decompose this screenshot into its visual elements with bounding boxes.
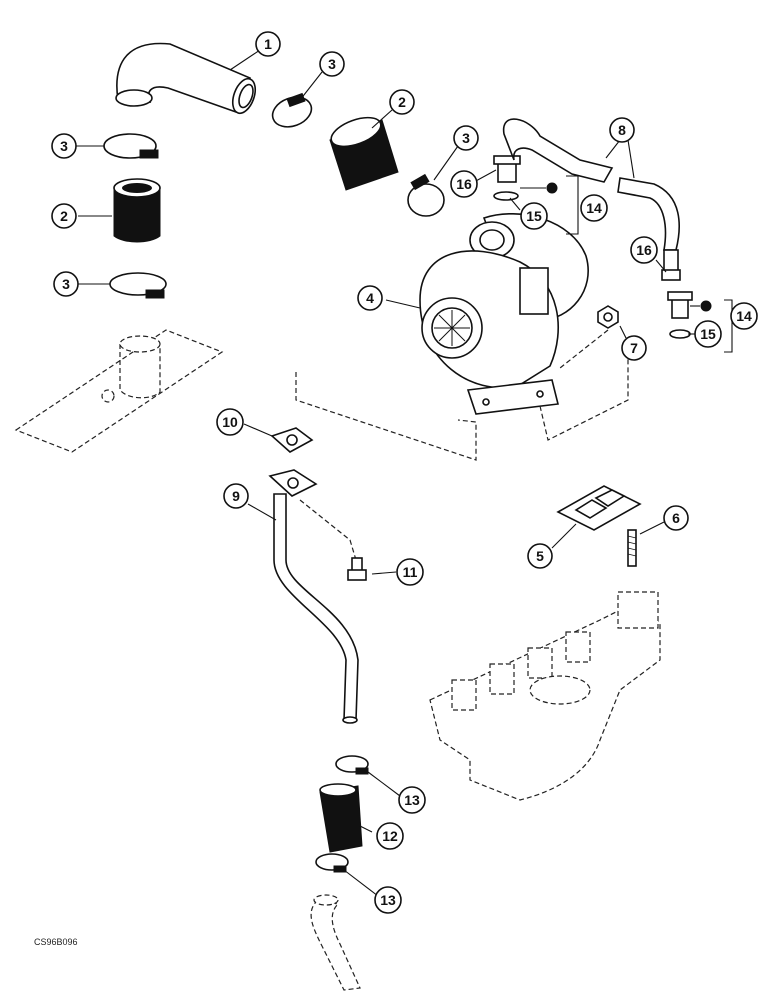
fitting-lower <box>667 291 712 339</box>
callout-circle <box>630 236 658 264</box>
fitting-upper <box>493 155 558 201</box>
callout-circle <box>53 271 79 297</box>
callout-15: 15 <box>520 202 548 230</box>
callout-circle <box>51 133 77 159</box>
callout-circle <box>216 408 244 436</box>
callout-3: 3 <box>453 125 479 151</box>
callout-number: 1 <box>264 36 272 52</box>
drain-clamp-lower <box>315 853 349 873</box>
engine-drain-reference <box>310 894 361 991</box>
nut <box>597 305 619 329</box>
callout-circle <box>527 543 553 569</box>
callout-circle <box>694 320 722 348</box>
callout-2: 2 <box>389 89 415 115</box>
callout-circle <box>398 786 426 814</box>
callout-number: 3 <box>462 130 470 146</box>
callout-number: 7 <box>630 340 638 356</box>
hose-clamp-right <box>407 173 445 217</box>
callout-circle <box>663 505 689 531</box>
callout-8: 8 <box>609 117 635 143</box>
callout-circle <box>580 194 608 222</box>
hose-coupler-upper <box>329 116 399 191</box>
callout-circle <box>396 558 424 586</box>
callout-14: 14 <box>730 302 758 330</box>
callout-14: 14 <box>580 194 608 222</box>
callout-number: 3 <box>60 138 68 154</box>
callout-circle <box>520 202 548 230</box>
callout-circle <box>450 170 478 198</box>
callout-number: 14 <box>586 200 602 216</box>
hose-clamp-left-bottom <box>109 272 167 299</box>
callout-circle <box>319 51 345 77</box>
callout-number: 3 <box>328 56 336 72</box>
callout-circle <box>223 483 249 509</box>
callout-circle <box>621 335 647 361</box>
callout-number: 12 <box>382 828 398 844</box>
callout-number: 8 <box>618 122 626 138</box>
drain-gasket <box>270 427 314 453</box>
callout-number: 5 <box>536 548 544 564</box>
callout-3: 3 <box>51 133 77 159</box>
callout-3: 3 <box>319 51 345 77</box>
callout-number: 4 <box>366 290 374 306</box>
hose-clamp-upper <box>271 92 313 128</box>
drain-clamp-upper <box>335 755 369 775</box>
callout-number: 16 <box>456 176 472 192</box>
hose-coupler-left <box>113 178 161 243</box>
exhaust-gasket <box>556 485 642 531</box>
drain-tube <box>268 469 359 724</box>
callout-number: 13 <box>404 792 420 808</box>
oil-feed-hose <box>503 118 681 281</box>
callout-number: 3 <box>62 276 70 292</box>
callout-circle <box>376 822 404 850</box>
callout-circle <box>609 117 635 143</box>
callout-12: 12 <box>376 822 404 850</box>
callout-13: 13 <box>374 886 402 914</box>
stud <box>627 529 637 567</box>
callout-number: 15 <box>526 208 542 224</box>
callout-circle <box>51 203 77 229</box>
callout-6: 6 <box>663 505 689 531</box>
callout-number: 10 <box>222 414 238 430</box>
exhaust-manifold-reference <box>429 591 661 801</box>
hose-clamp-left-top <box>103 133 159 159</box>
drain-hose <box>319 783 363 853</box>
callout-number: 13 <box>380 892 396 908</box>
callout-circle <box>357 285 383 311</box>
callout-number: 6 <box>672 510 680 526</box>
callout-circle <box>453 125 479 151</box>
callout-number: 9 <box>232 488 240 504</box>
callout-2: 2 <box>51 203 77 229</box>
drain-bolt <box>347 557 367 581</box>
callout-16: 16 <box>450 170 478 198</box>
callout-15: 15 <box>694 320 722 348</box>
callout-5: 5 <box>527 543 553 569</box>
callout-7: 7 <box>621 335 647 361</box>
callout-number: 11 <box>403 564 418 580</box>
callout-circle <box>389 89 415 115</box>
callout-number: 2 <box>60 208 68 224</box>
callout-number: 15 <box>700 326 716 342</box>
callout-circle <box>255 31 281 57</box>
callout-number: 16 <box>636 242 652 258</box>
callout-10: 10 <box>216 408 244 436</box>
callout-number: 2 <box>398 94 406 110</box>
callout-circle <box>730 302 758 330</box>
callout-16: 16 <box>630 236 658 264</box>
callout-13: 13 <box>398 786 426 814</box>
callout-circle <box>374 886 402 914</box>
assembly-guide-lines <box>295 329 629 561</box>
callout-9: 9 <box>223 483 249 509</box>
drawing-reference-code: CS96B096 <box>34 937 78 947</box>
turbocharger <box>419 213 589 415</box>
callout-1: 1 <box>255 31 281 57</box>
elbow-pipe <box>115 42 257 115</box>
callout-11: 11 <box>396 558 424 586</box>
callout-number: 14 <box>736 308 752 324</box>
callout-3: 3 <box>53 271 79 297</box>
callout-4: 4 <box>357 285 383 311</box>
intake-flange-reference <box>14 329 224 453</box>
